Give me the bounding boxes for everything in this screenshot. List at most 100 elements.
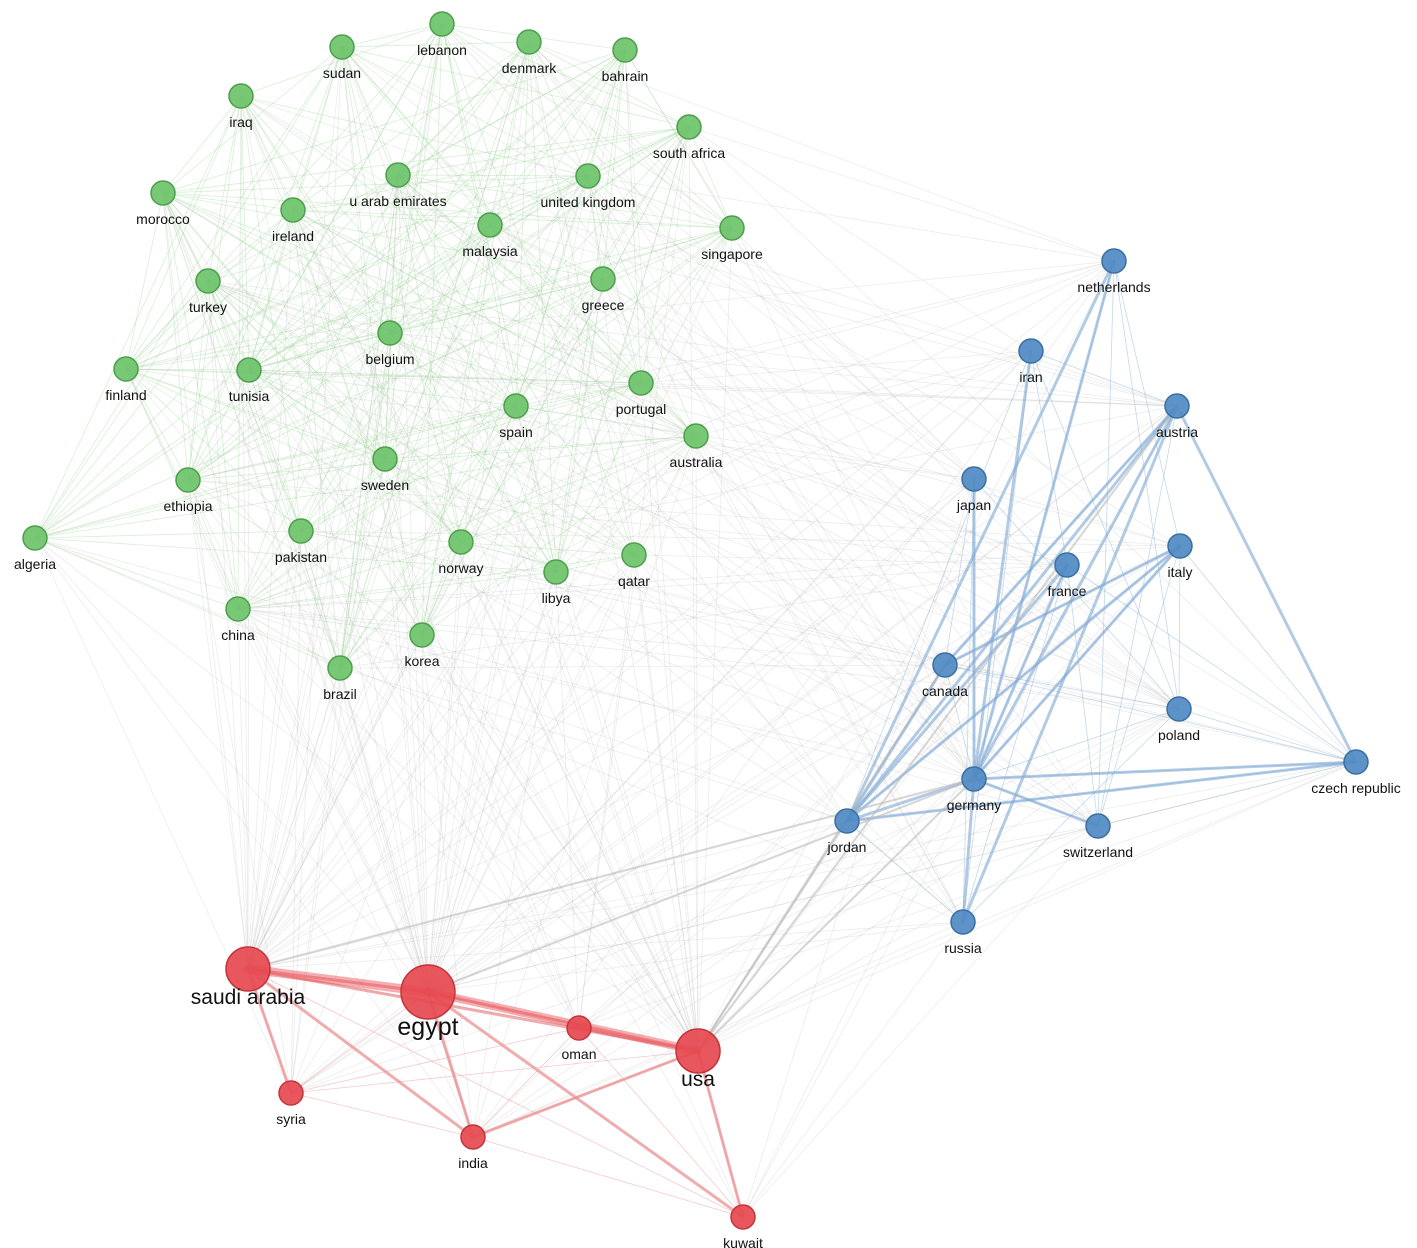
node-label-sudan: sudan [323, 65, 361, 81]
node-qatar[interactable] [621, 542, 647, 568]
node-korea[interactable] [409, 622, 435, 648]
node-turkey[interactable] [195, 268, 221, 294]
node-bahrain[interactable] [612, 37, 638, 63]
node-belgium[interactable] [377, 320, 403, 346]
edge [472, 1136, 744, 1218]
edge [460, 350, 1032, 543]
edge [125, 23, 443, 370]
node-canada[interactable] [932, 652, 958, 678]
node-iran[interactable] [1018, 338, 1044, 364]
node-brazil[interactable] [327, 655, 353, 681]
node-singapore[interactable] [719, 215, 745, 241]
edge [460, 541, 975, 780]
edge [397, 174, 589, 177]
edge [125, 368, 189, 481]
edge [528, 41, 946, 666]
edge [162, 192, 580, 1029]
edge [515, 175, 589, 407]
edge [578, 1027, 744, 1218]
edge [248, 369, 386, 460]
node-france[interactable] [1054, 552, 1080, 578]
edge [421, 541, 462, 636]
node-oman[interactable] [566, 1015, 592, 1041]
node-algeria[interactable] [22, 525, 48, 551]
edge [472, 260, 1115, 1138]
node-jordan[interactable] [834, 808, 860, 834]
node-label-u-arab-emirates: u arab emirates [349, 193, 446, 209]
edge [125, 46, 343, 370]
node-syria[interactable] [278, 1080, 304, 1106]
edge [162, 192, 699, 1052]
node-united-kingdom[interactable] [575, 163, 601, 189]
edge [397, 23, 443, 176]
edge [290, 46, 343, 1094]
node-libya[interactable] [543, 559, 569, 585]
edge [125, 368, 302, 532]
node-usa[interactable] [675, 1028, 721, 1074]
node-malaysia[interactable] [477, 212, 503, 238]
node-poland[interactable] [1166, 696, 1192, 722]
node-kuwait[interactable] [730, 1204, 756, 1230]
edge [237, 174, 399, 610]
edge [489, 224, 964, 923]
node-egypt[interactable] [400, 964, 456, 1020]
node-south-africa[interactable] [676, 114, 702, 140]
edge [1066, 564, 1099, 827]
edge [489, 224, 697, 437]
node-tunisia[interactable] [236, 357, 262, 383]
node-denmark[interactable] [516, 29, 542, 55]
node-czech-republic[interactable] [1343, 749, 1369, 775]
strong-edge [972, 404, 1179, 781]
edge [292, 209, 423, 636]
edge [125, 368, 557, 573]
node-greece[interactable] [590, 266, 616, 292]
node-label-turkey: turkey [189, 299, 227, 315]
node-germany[interactable] [961, 766, 987, 792]
node-pakistan[interactable] [288, 518, 314, 544]
node-ethiopia[interactable] [175, 467, 201, 493]
edge [421, 435, 697, 636]
edge [248, 369, 699, 1052]
edge [187, 405, 517, 481]
edge [248, 369, 429, 993]
edge [247, 227, 733, 970]
edge [944, 478, 975, 666]
node-saudi-arabia[interactable] [225, 946, 271, 992]
node-sweden[interactable] [372, 446, 398, 472]
edge [207, 280, 341, 669]
node-russia[interactable] [950, 909, 976, 935]
node-china[interactable] [225, 596, 251, 622]
node-spain[interactable] [503, 393, 529, 419]
node-switzerland[interactable] [1085, 813, 1111, 839]
edge [162, 192, 209, 282]
edge [339, 227, 733, 669]
edge [247, 174, 399, 970]
node-lebanon[interactable] [429, 11, 455, 37]
node-label-saudi-arabia: saudi arabia [191, 986, 306, 1009]
edge [300, 530, 580, 1029]
edge [187, 479, 423, 636]
node-austria[interactable] [1164, 393, 1190, 419]
edge [247, 458, 386, 970]
node-sudan[interactable] [329, 34, 355, 60]
node-norway[interactable] [448, 529, 474, 555]
node-finland[interactable] [113, 356, 139, 382]
node-iraq[interactable] [228, 83, 254, 109]
edge [247, 369, 250, 970]
node-ireland[interactable] [280, 197, 306, 223]
edge [427, 49, 626, 993]
edge [240, 95, 517, 407]
node-u-arab-emirates[interactable] [385, 162, 411, 188]
edge [292, 209, 462, 543]
node-india[interactable] [460, 1124, 486, 1150]
edge [555, 227, 733, 573]
edge [384, 458, 462, 543]
edge [384, 332, 391, 460]
node-australia[interactable] [683, 423, 709, 449]
edge [240, 95, 699, 1052]
node-italy[interactable] [1167, 533, 1193, 559]
node-netherlands[interactable] [1101, 248, 1127, 274]
node-portugal[interactable] [628, 370, 654, 396]
node-japan[interactable] [961, 466, 987, 492]
node-morocco[interactable] [150, 180, 176, 206]
